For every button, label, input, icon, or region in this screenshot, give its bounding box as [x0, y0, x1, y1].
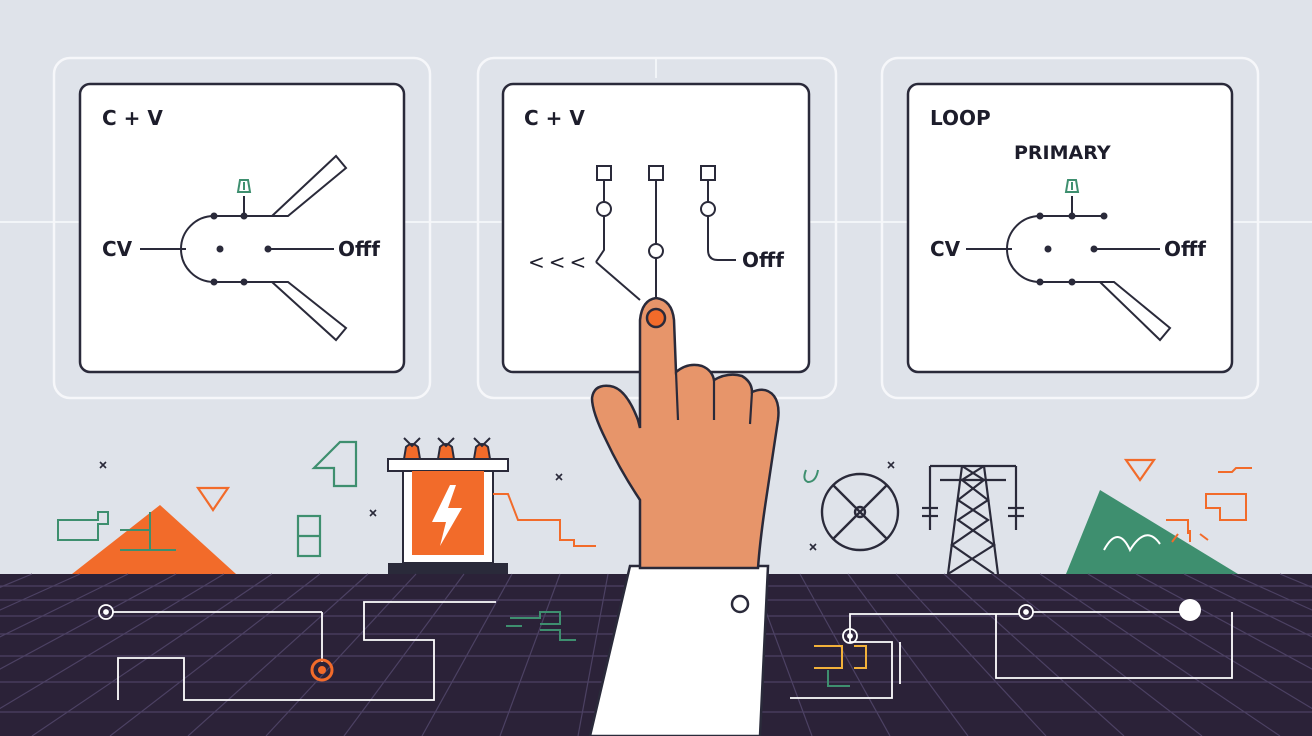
orange-triangle — [72, 505, 236, 574]
transmission-tower-icon — [922, 464, 1024, 575]
lamp-icon-2 — [1064, 179, 1080, 193]
panel-1-title: C + V — [102, 106, 163, 130]
cuff-button — [730, 594, 750, 614]
panel-1-left-label: CV — [102, 237, 133, 261]
panel-1 — [78, 82, 406, 374]
panel-1-right-label: Offf — [338, 237, 380, 261]
panel-3-subtitle: PRIMARY — [1014, 142, 1111, 164]
wheel-icon — [820, 472, 900, 552]
panel-3-right-label: Offf — [1164, 237, 1206, 261]
panel-3-left-label: CV — [930, 237, 961, 261]
pointing-hand — [588, 296, 780, 736]
panel-2-title: C + V — [524, 106, 585, 130]
lightning-icon — [432, 485, 462, 546]
panel-2-right-label: Offf — [742, 248, 784, 272]
green-triangle — [1066, 490, 1238, 574]
panel-2-left-label: <<< — [528, 250, 591, 274]
panel-3-title: LOOP — [930, 106, 991, 130]
lamp-icon — [236, 179, 252, 193]
panel-frames — [52, 56, 1260, 400]
panel-3 — [906, 82, 1234, 374]
battery-device — [387, 437, 596, 575]
